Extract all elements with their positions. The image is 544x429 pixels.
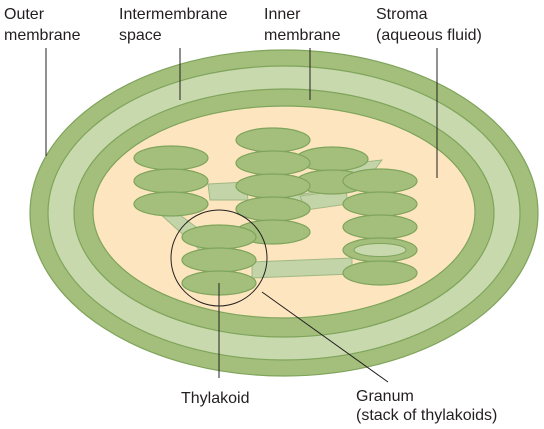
- thylakoid-disc: [235, 150, 311, 176]
- label-intermembrane-space-line2: space: [119, 27, 162, 44]
- thylakoid-disc: [133, 168, 209, 194]
- thylakoid-disc: [342, 168, 418, 194]
- thylakoid-disc: [133, 191, 209, 217]
- label-outer-membrane-line1: Outer: [4, 6, 45, 23]
- thylakoid-disc: [181, 247, 257, 273]
- thylakoid-disc: [235, 173, 311, 199]
- label-thylakoid: Thylakoid: [181, 390, 249, 407]
- label-granum-line1: Granum: [356, 388, 414, 405]
- label-stroma-line1: Stroma: [376, 6, 428, 23]
- granum-left: [133, 145, 209, 217]
- thylakoid-disc: [235, 196, 311, 222]
- label-thylakoid-line1: Thylakoid: [181, 390, 249, 407]
- granum-right: [342, 168, 418, 286]
- leader-granum: [261, 291, 389, 383]
- label-intermembrane-space: Intermembrane space: [119, 6, 232, 44]
- label-stroma: Stroma (aqueous fluid): [376, 6, 482, 44]
- thylakoid-disc: [342, 214, 418, 240]
- label-inner-membrane: Inner membrane: [264, 6, 341, 44]
- leader-lines: [45, 48, 438, 383]
- granum-center: [235, 127, 311, 245]
- label-stroma-line2: (aqueous fluid): [376, 27, 482, 44]
- thylakoid-disc: [342, 260, 418, 286]
- label-inner-membrane-line2: membrane: [264, 27, 341, 44]
- label-inner-membrane-line1: Inner: [264, 6, 301, 23]
- label-intermembrane-space-line1: Intermembrane: [119, 6, 228, 23]
- label-outer-membrane-line2: membrane: [4, 27, 81, 44]
- thylakoid-lumen: [353, 243, 407, 257]
- label-granum-line2: (stack of thylakoids): [356, 407, 497, 424]
- thylakoid-disc: [235, 127, 311, 153]
- label-granum: Granum (stack of thylakoids): [356, 388, 497, 424]
- thylakoid-disc: [133, 145, 209, 171]
- thylakoid-disc: [342, 191, 418, 217]
- label-outer-membrane: Outer membrane: [4, 6, 81, 44]
- thylakoid-disc: [181, 224, 257, 250]
